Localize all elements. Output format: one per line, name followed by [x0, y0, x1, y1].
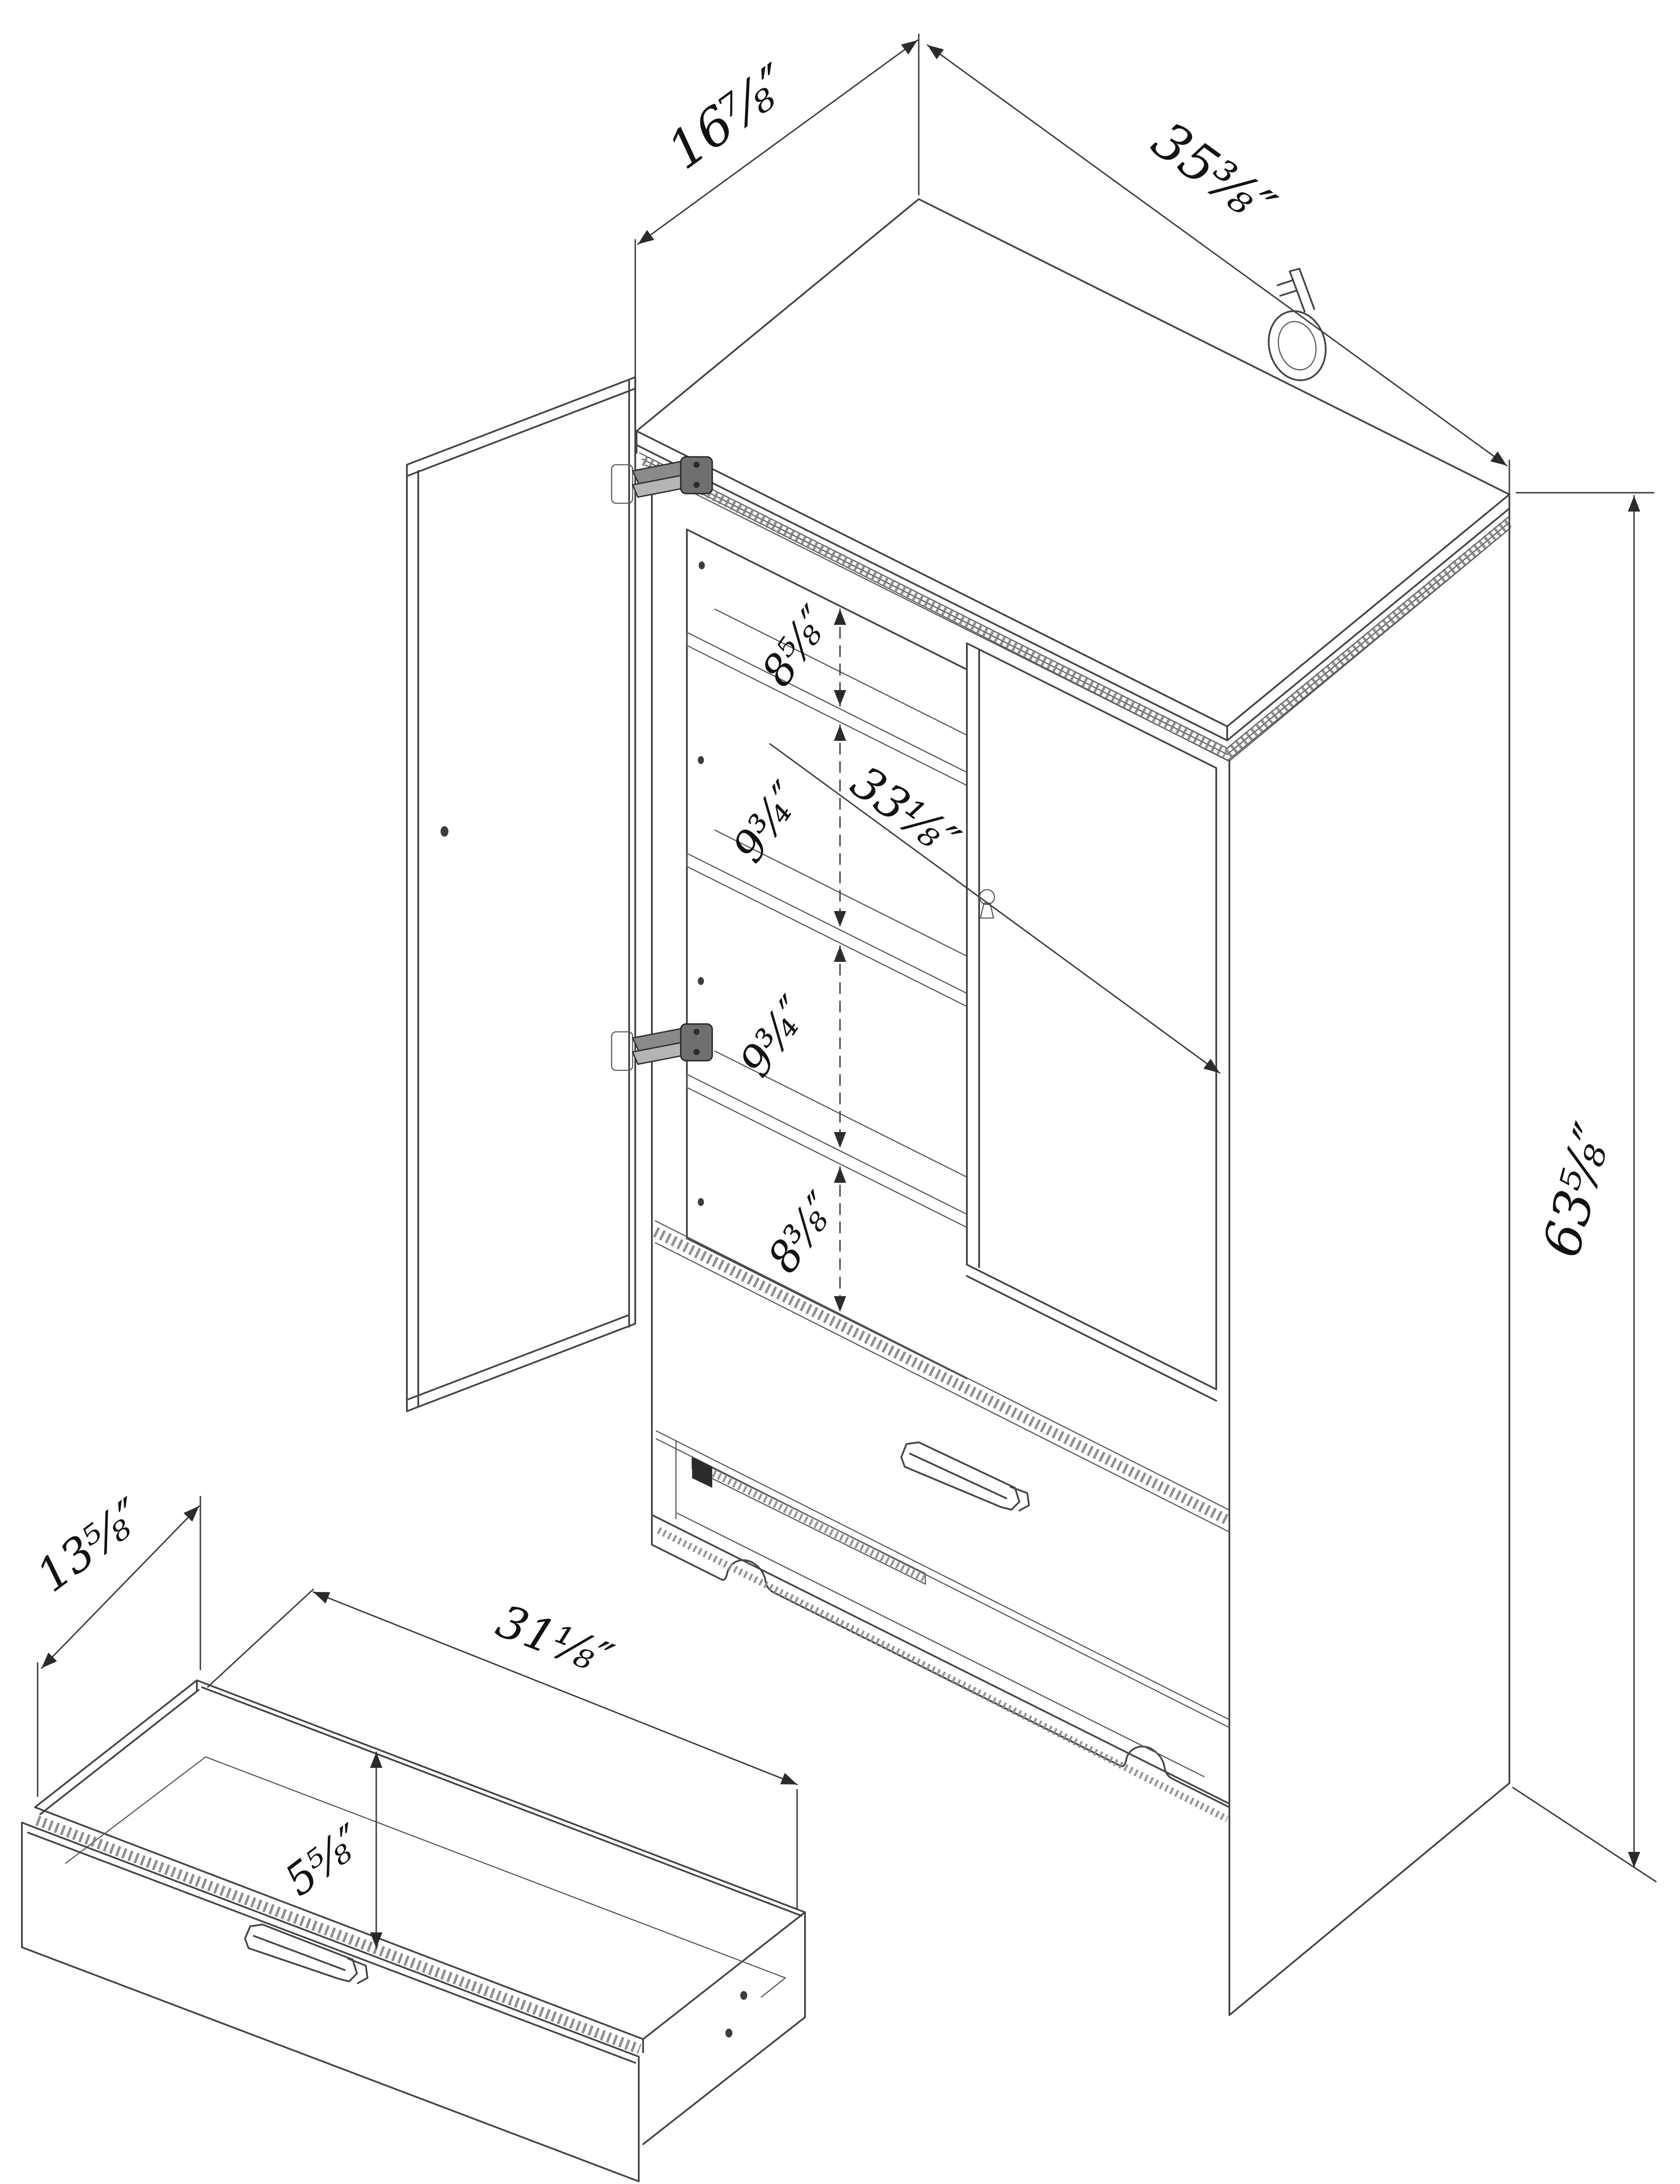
drawer-height-label: 5⅝″: [276, 1815, 374, 1906]
drawer-depth-label: 13⅝″: [27, 1488, 154, 1602]
drawer-handle-icon: [900, 1441, 1030, 1511]
cabinet-apron-hatch: [657, 1527, 1229, 1823]
dimension-depth-label: 16⅞″: [657, 53, 802, 181]
shelf-gap-bottom-label: 8⅜″: [758, 1184, 848, 1282]
drawer-panel-hatch: [35, 1815, 642, 2054]
hinge-top-icon: [611, 456, 713, 504]
cabinet-top-face: [636, 198, 1510, 741]
left-door: [406, 376, 636, 1412]
right-door-outline: [966, 642, 1217, 1402]
drawer-handle-icon: [244, 1924, 368, 1984]
key-icon: [1267, 268, 1327, 382]
interior-frame: [686, 529, 968, 1379]
cabinet-interior: [686, 529, 968, 1379]
keyhole-icon: [979, 889, 995, 919]
slot-frame: [675, 1441, 1205, 1777]
shelf-gap-lower-label: 9¾″: [730, 988, 820, 1086]
cabinet-apron: [651, 1544, 1230, 1834]
hinge-bottom-icon: [611, 1023, 713, 1071]
shelf-peg-hole: [699, 561, 705, 569]
left-door-outline: [406, 376, 636, 1412]
dimension-height-label: 63⅝″: [1531, 1117, 1624, 1263]
door-height-label: 33⅛″: [841, 755, 969, 869]
arrowheads: [42, 40, 1640, 1948]
shelf-peg-hole: [698, 1198, 704, 1206]
drawer-box: [34, 1679, 806, 2145]
left-door-knob-hole: [441, 826, 448, 837]
shelf-3: [686, 1050, 968, 1228]
drawer-slide-icon: [691, 1457, 926, 1585]
cabinet-carcass: [651, 471, 1510, 2016]
dimension-lines: [41, 39, 1635, 1949]
cabinet-molding: [639, 452, 1511, 762]
drawer-slide-bracket: [692, 1457, 712, 1488]
dimension-width-label: 35⅜″: [1141, 109, 1286, 238]
drawer-width-label: 31⅛″: [490, 1594, 620, 1686]
drawer-side-hole: [725, 2029, 732, 2037]
drawer-front-rail: [654, 1220, 1230, 1728]
drawer-side-hole: [740, 1991, 747, 2000]
shelf-peg-hole: [698, 977, 704, 985]
shelf-2: [686, 829, 968, 1007]
cabinet-molding-hatch: [641, 456, 1512, 758]
drawer-box-interior: [65, 1756, 786, 1998]
shelf-gap-upper-label: 9¾″: [723, 773, 813, 871]
drawer-slide-hatch: [691, 1460, 926, 1582]
cabinet-open-slot: [675, 1441, 1205, 1777]
drawer-front-rail-hatch: [653, 1227, 1231, 1525]
shelf-gap-top-label: 8⅝″: [752, 597, 842, 695]
dimensions: 16⅞″ 35⅜″ 63⅝″ 8⅝″ 9¾″ 33⅛″ 9¾″ 8⅜″ 13⅝″…: [27, 33, 1657, 1949]
cabinet: [406, 198, 1512, 2016]
drawer-front-panel: [21, 1822, 640, 2182]
shelf-peg-hole: [698, 756, 704, 764]
right-door: [966, 642, 1217, 1402]
pulled-drawer: [21, 1679, 806, 2182]
extension-lines: [37, 33, 1657, 1910]
cabinet-drawer-front: [653, 1220, 1231, 1728]
shelf-1: [686, 608, 968, 786]
